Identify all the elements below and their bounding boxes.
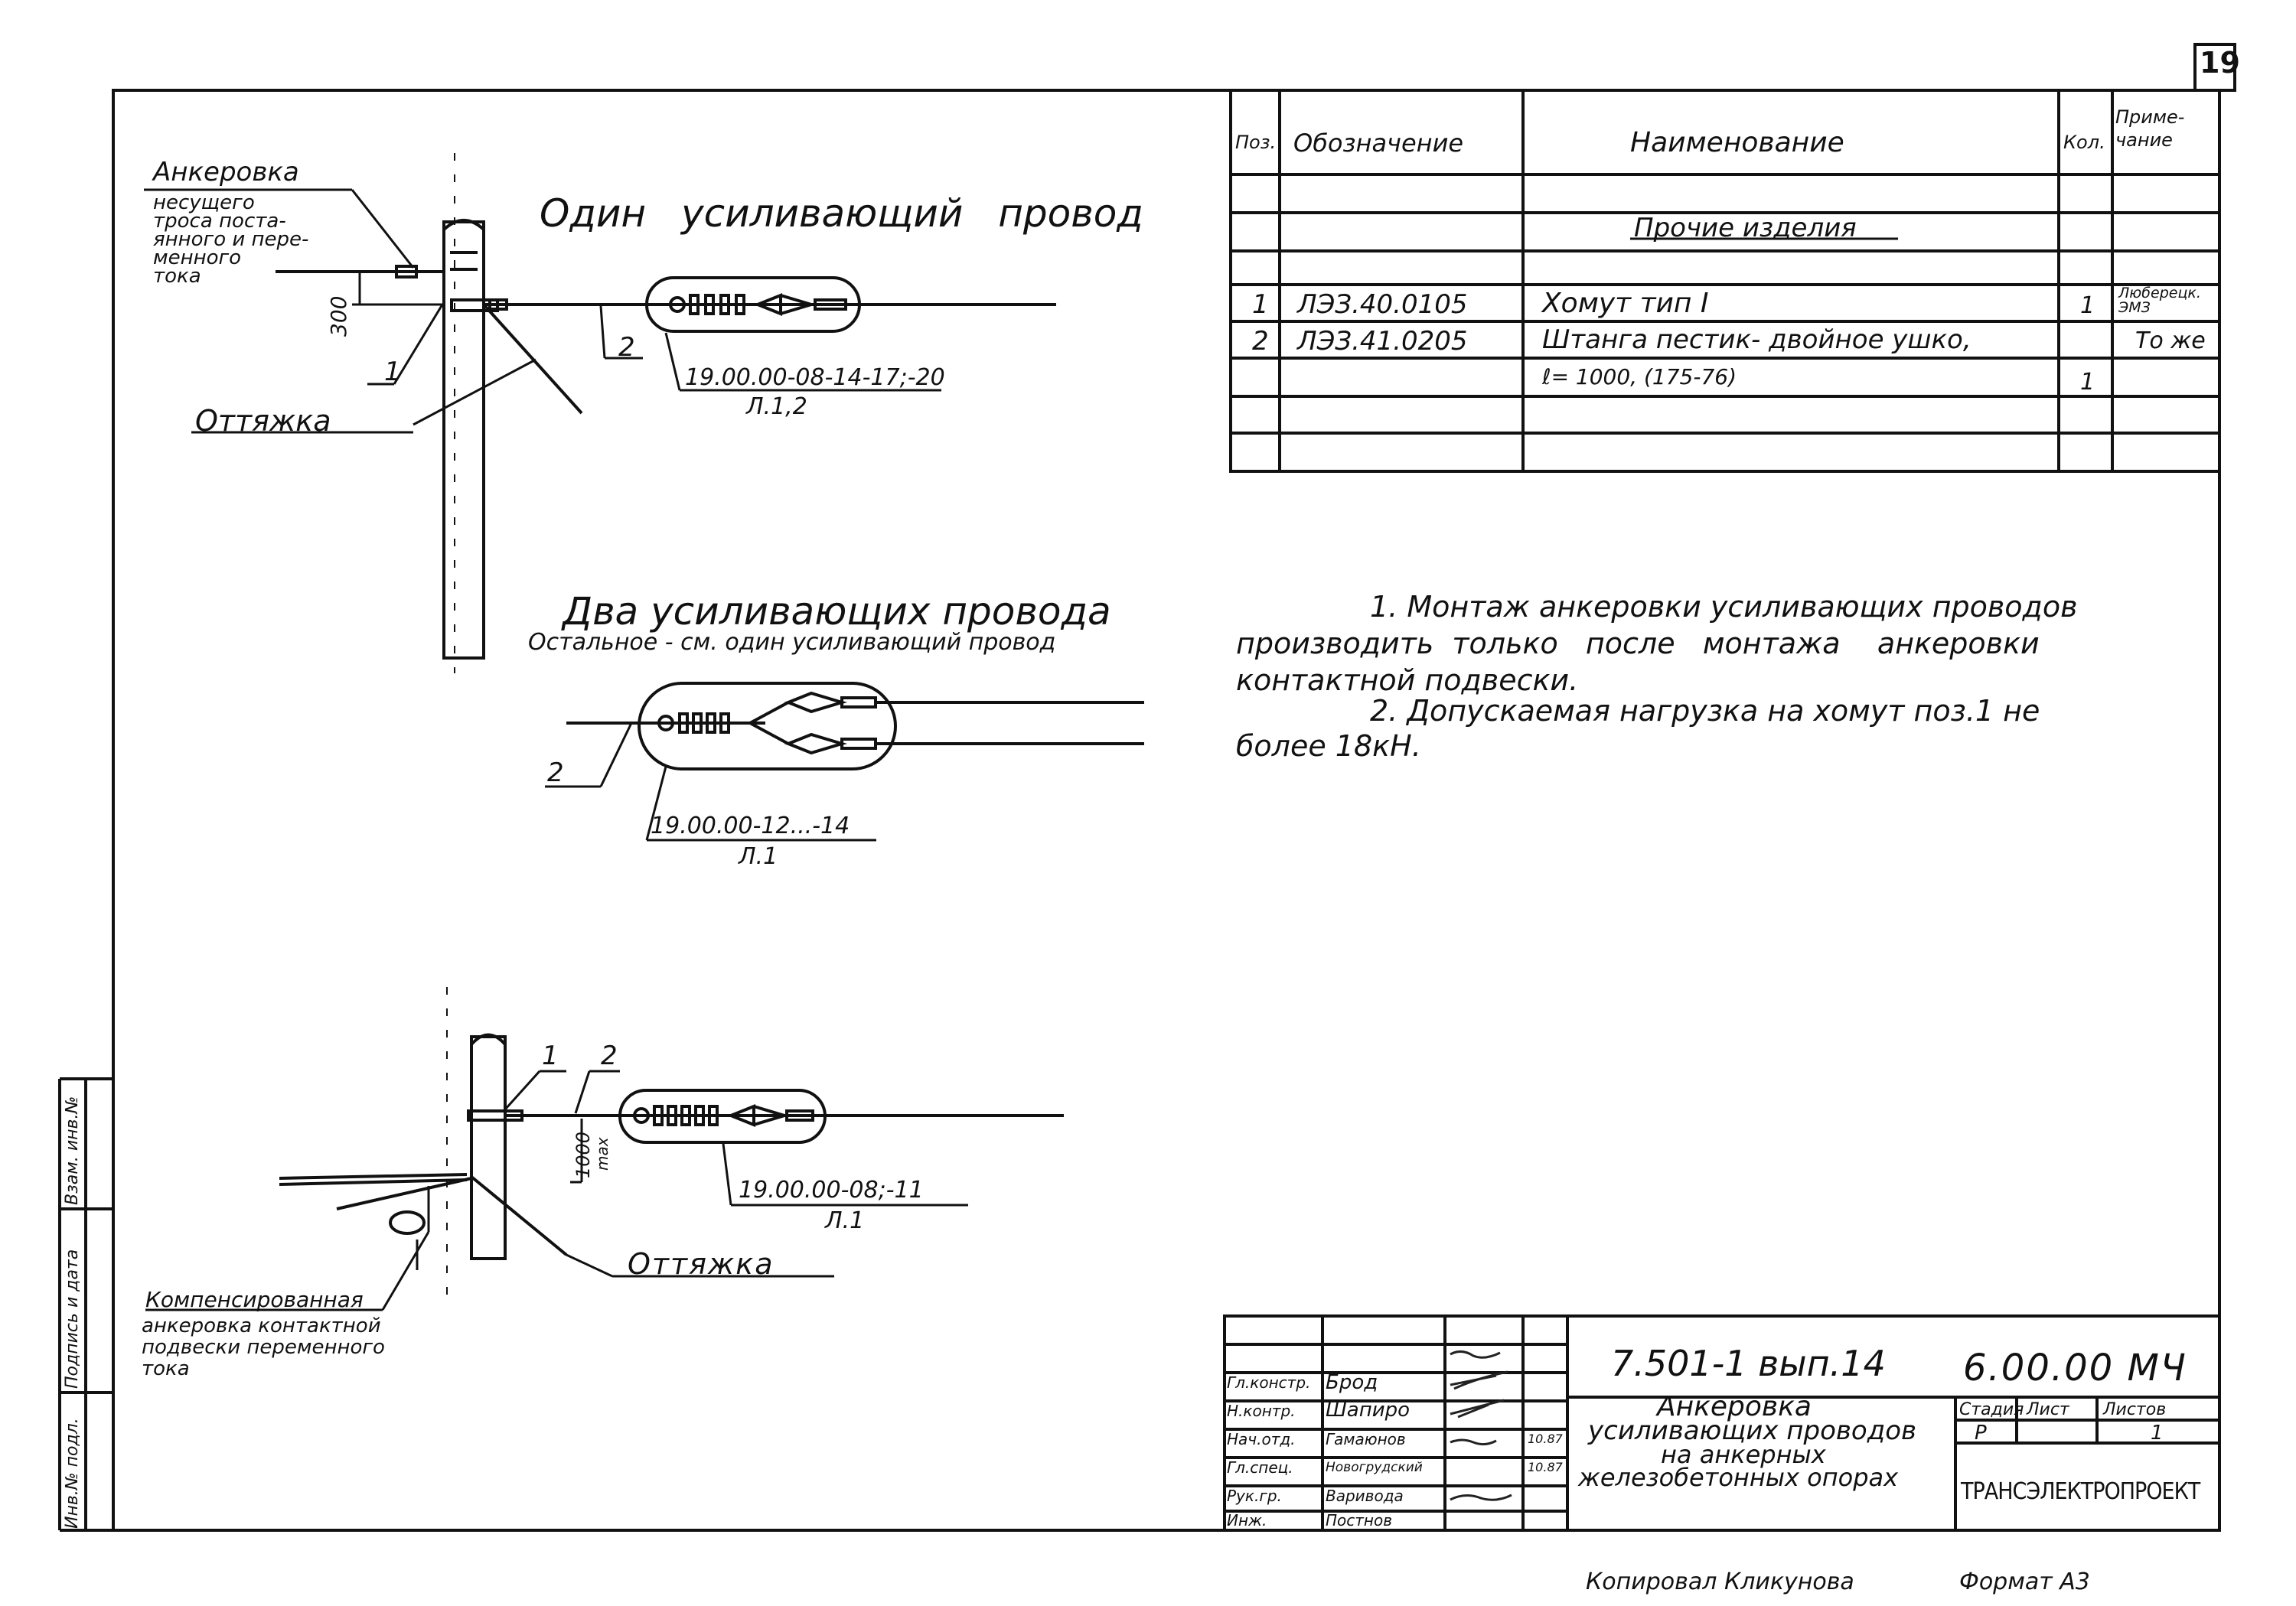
reference-3-top: 19.00.00-08;-11 [739,1177,924,1204]
note-2-line-2: более 18кН. [1236,729,1421,763]
row-2-pos: 2 [1252,326,1269,357]
row-2-name: Штанга пестик- двойное ушко, [1542,324,1971,355]
title-two-wires: Два усиливающих провода [563,589,1111,634]
position-2: 2 [618,332,635,363]
table-header-pos: Поз. [1235,132,1277,153]
note-1-line-2: производить только после монтажа анкеров… [1236,627,2040,660]
drawing-title-3: железобетонных опорах [1578,1463,1899,1492]
document-number: 6.00.00 МЧ [1963,1347,2187,1389]
reference-1-top: 19.00.00-08-14-17;-20 [685,364,945,391]
side-stamp-replace: Взам. инв.№ [63,1096,82,1205]
reference-2-bottom: Л.1 [739,843,778,870]
table-header-qty: Кол. [2063,132,2105,153]
table-header-name: Наименование [1630,127,1844,158]
row-2-designation: ЛЭЗ.41.0205 [1297,326,1468,357]
anchor-desc-1: троса поста- [153,210,286,233]
row-1-designation: ЛЭЗ.40.0105 [1297,289,1468,320]
staff-role-0: Гл.констр. [1227,1373,1311,1392]
sheet-header: Лист [2027,1400,2069,1419]
compensated-desc-2: тока [142,1357,190,1380]
position-2c: 2 [601,1041,618,1071]
position-2b: 2 [547,757,564,788]
staff-name-5: Постнов [1326,1511,1393,1529]
staff-name-2: Гамаюнов [1326,1430,1406,1448]
anchor-desc-3: менного [153,246,242,269]
document-code: 7.501-1 вып.14 [1611,1343,1886,1384]
dimension-300: 300 [326,295,351,337]
compensated-desc-0: анкеровка контактной [142,1314,381,1337]
compensated-desc-1: подвески переменного [142,1336,385,1359]
footer-copied-by: Копировал Кликунова [1586,1569,1854,1595]
row-3-qty: 1 [2080,369,2095,396]
dimension-max: max [593,1137,612,1171]
position-1: 1 [384,357,401,387]
staff-name-0: Брод [1326,1371,1378,1394]
drawing-title-0: Анкеровка [1657,1391,1812,1422]
guy-wire-label-2: Оттяжка [628,1247,775,1281]
compensated-title: Компенсированная [145,1287,364,1312]
staff-role-1: Н.контр. [1227,1402,1296,1420]
anchor-desc-4: тока [153,265,201,288]
note-1-line-1: 1. Монтаж анкеровки усиливающих проводов [1370,590,2078,624]
table-header-note: Приме-чание [2115,106,2185,151]
row-1-note: Люберецк. ЭМЗ [2118,285,2201,316]
side-stamp-inv: Инв.№ подл. [63,1418,82,1529]
sheet-frame [112,89,2221,1532]
staff-role-5: Инж. [1227,1511,1267,1529]
note-2-line-1: 2. Допускаемая нагрузка на хомут поз.1 н… [1370,694,2040,728]
signatures [1450,1350,1512,1501]
diagram-one-wire [144,153,1056,673]
staff-role-4: Рук.гр. [1227,1487,1282,1505]
guy-wire-label-1: Оттяжка [195,404,331,438]
position-1c: 1 [542,1041,559,1071]
anchor-label: Анкеровка [153,157,299,187]
stage-header: Стадия [1959,1400,2024,1419]
diagram-compensated [145,987,1064,1311]
staff-date-3: 10.87 [1528,1460,1563,1474]
staff-role-2: Нач.отд. [1227,1430,1296,1448]
page-number: 19 [2200,46,2240,80]
sheets-header: Листов [2103,1400,2167,1419]
spec-table-grid [1229,89,2221,473]
row-2-note: То же [2135,327,2206,354]
row-1-qty: 1 [2080,292,2095,319]
diagram-two-wires [545,682,1144,842]
dimension-1000: 1000 [572,1131,594,1178]
staff-date-2: 10.87 [1528,1432,1563,1446]
footer-format: Формат А3 [1959,1569,2090,1595]
stage-value: Р [1975,1422,1987,1445]
table-header-designation: Обозначение [1293,129,1464,158]
organization-name: ТРАНСЭЛЕКТРОПРОЕКТ [1961,1478,2200,1505]
subtitle-two-wires: Остальное - см. один усиливающий провод [528,629,1056,656]
staff-role-3: Гл.спец. [1227,1458,1293,1477]
title-one-wire: Один усиливающий провод [540,191,1143,236]
table-section-title: Прочие изделия [1634,213,1857,243]
staff-name-1: Шапиро [1326,1399,1411,1422]
title-block-grid [1223,1314,2221,1532]
sheets-value: 1 [2151,1422,2164,1445]
reference-3-bottom: Л.1 [825,1207,865,1234]
staff-name-3: Новогрудский [1326,1460,1423,1475]
row-3-name: ℓ= 1000, (175-76) [1542,364,1737,389]
drawing-title-1: усиливающих проводов [1588,1415,1917,1446]
side-stamp-sign: Подпись и дата [63,1249,82,1389]
row-1-pos: 1 [1252,289,1269,320]
anchor-desc-2: янного и пере- [153,228,309,251]
row-1-name: Хомут тип I [1542,288,1709,319]
staff-name-4: Варивода [1326,1487,1404,1505]
drawing-title-2: на анкерных [1661,1440,1826,1469]
note-1-line-3: контактной подвески. [1236,663,1579,697]
reference-1-bottom: Л.1,2 [746,393,807,420]
reference-2-top: 19.00.00-12...-14 [651,813,850,839]
anchor-desc-0: несущего [153,191,255,214]
